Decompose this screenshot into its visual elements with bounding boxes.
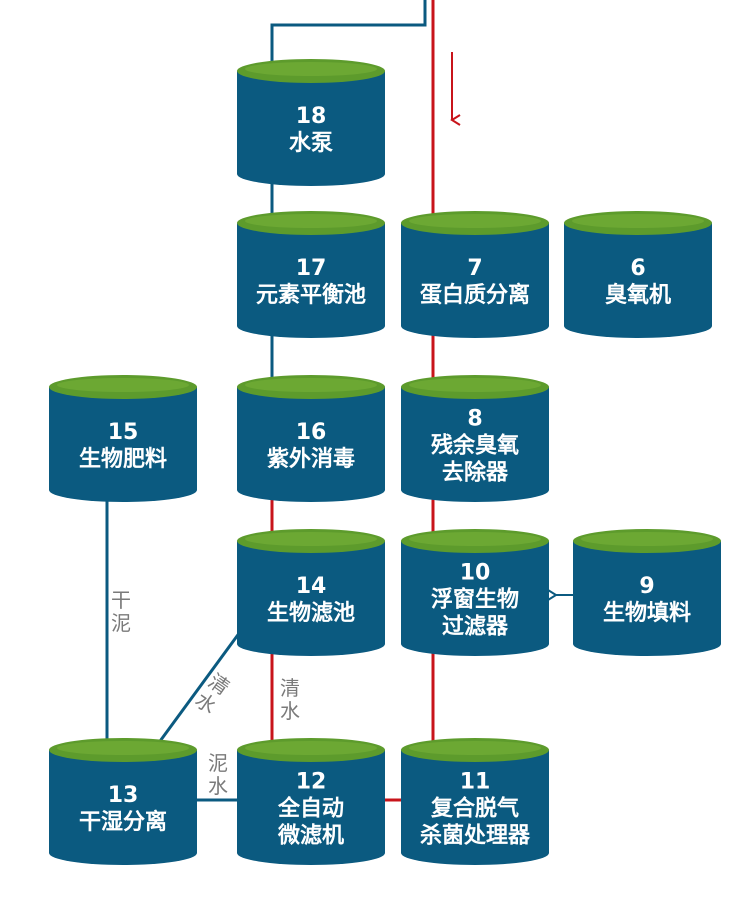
tank-number: 17 [296, 256, 327, 281]
tank-number: 12 [296, 770, 327, 795]
tank-label: 生物填料 [603, 600, 691, 626]
tank-number: 18 [296, 104, 327, 129]
tank-number: 10 [460, 561, 491, 586]
tank-label: 全自动 [277, 796, 344, 822]
edge-label-mud-water-2: 水 [208, 774, 228, 798]
tank-top-highlight [572, 214, 704, 228]
tank-number: 16 [296, 420, 327, 445]
tank-top-highlight [57, 378, 189, 392]
edge-label-dry-sludge-2: 泥 [111, 611, 131, 635]
tank-number: 7 [467, 256, 482, 281]
tank-label: 生物滤池 [267, 600, 355, 626]
edge-label-clear-water-vert-1: 清 [280, 676, 300, 700]
tank-label: 去除器 [442, 460, 509, 486]
tank-label: 残余臭氧 [431, 433, 519, 459]
tank-label: 水泵 [289, 131, 333, 156]
tank-body [237, 541, 385, 656]
tank-label: 干湿分离 [79, 809, 167, 835]
edge-label-mud-water-1: 泥 [208, 751, 228, 775]
tank-top-highlight [57, 741, 189, 755]
pipe-separator-to-biofilter [153, 631, 242, 749]
tank-label: 生物肥料 [79, 446, 167, 472]
tank-body [237, 387, 385, 502]
tank-label: 复合脱气 [430, 796, 519, 822]
edge-label-clear-water-vert-2: 水 [280, 699, 300, 723]
tank-body [573, 541, 721, 656]
tank-top-highlight [409, 532, 541, 546]
tank-number: 8 [467, 407, 482, 432]
tank-top-highlight [409, 378, 541, 392]
tank-body [564, 223, 712, 338]
tank-label: 微滤机 [277, 823, 344, 849]
tank-body [237, 71, 385, 186]
tank-body [237, 750, 385, 865]
tank-number: 9 [639, 574, 654, 599]
tank-label: 紫外消毒 [267, 446, 355, 472]
tank-body [49, 750, 197, 865]
tank-label: 蛋白质分离 [420, 282, 530, 308]
tank-top-highlight [245, 62, 377, 76]
tank-top-highlight [245, 741, 377, 755]
tank-body [237, 223, 385, 338]
tank-top-highlight [245, 532, 377, 546]
edge-label-dry-sludge-1: 干 [111, 588, 131, 612]
tank-top-highlight [581, 532, 713, 546]
tank-body [49, 387, 197, 502]
tank-body [401, 541, 549, 656]
tank-label: 浮窗生物 [431, 587, 519, 613]
tank-label: 杀菌处理器 [420, 823, 531, 849]
tank-number: 15 [108, 420, 139, 445]
tank-number: 14 [296, 574, 327, 599]
tanks: 18水泵17元素平衡池7蛋白质分离6臭氧机15生物肥料16紫外消毒8残余臭氧去除… [49, 59, 721, 865]
tank-label: 臭氧机 [605, 282, 671, 308]
tank-top-highlight [245, 214, 377, 228]
tank-top-highlight [409, 741, 541, 755]
pipe-top-to-pump [270, 0, 427, 70]
tank-label: 过滤器 [442, 615, 509, 640]
tank-body [401, 387, 549, 502]
tank-number: 6 [630, 256, 645, 281]
tank-top-highlight [245, 378, 377, 392]
tank-number: 13 [108, 783, 139, 808]
tank-number: 11 [460, 770, 491, 795]
edge-labels: 干 泥 清 水 清 水 泥 水 [111, 588, 300, 798]
tank-top-highlight [409, 214, 541, 228]
tank-body [401, 750, 549, 865]
tank-label: 元素平衡池 [256, 282, 366, 308]
tank-body [401, 223, 549, 338]
